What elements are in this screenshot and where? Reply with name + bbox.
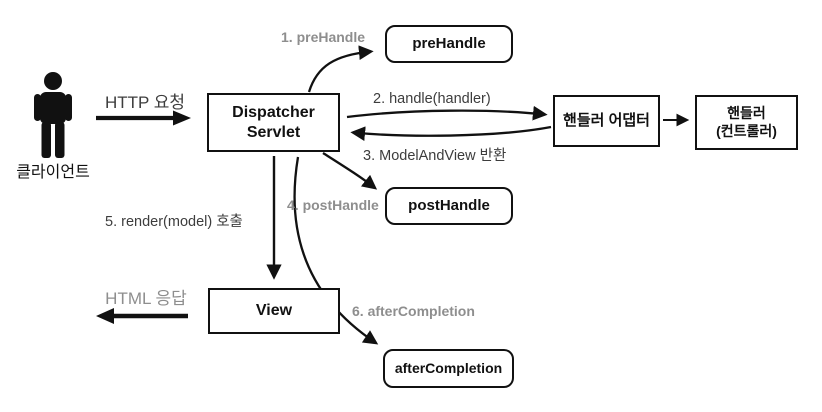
- step2-label: 2. handle(handler): [373, 91, 491, 107]
- client-person-icon: [34, 72, 72, 158]
- handler-controller-node: 핸들러 (컨트롤러): [695, 95, 798, 150]
- step1-label: 1. preHandle: [281, 29, 366, 45]
- handler-line1: 핸들러: [727, 105, 766, 121]
- http-request-label: HTTP 요청: [104, 93, 186, 112]
- step3-label: 3. ModelAndView 반환: [363, 148, 507, 164]
- html-response-label: HTML 응답: [105, 289, 187, 308]
- arrow-to-aftercompletion: [293, 156, 379, 345]
- handler-adapter-node: 핸들러 어댑터: [553, 95, 660, 147]
- arrow-handle: [346, 105, 548, 121]
- posthandle-node: postHandle: [385, 187, 513, 225]
- aftercompletion-node: afterCompletion: [383, 349, 514, 388]
- view-node: View: [208, 288, 340, 334]
- arrow-html-response: [96, 308, 188, 324]
- arrow-to-prehandle: [307, 45, 374, 93]
- step5-label: 5. render(model) 호출: [105, 214, 243, 230]
- arrow-modelandview-return: [350, 125, 552, 141]
- client-label: 클라이언트: [16, 164, 90, 181]
- dispatcher-servlet-line1: Dispatcher: [232, 103, 315, 121]
- arrow-to-posthandle: [322, 152, 378, 190]
- dispatcher-servlet-line2: Servlet: [246, 123, 301, 141]
- handler-line2: (컨트롤러): [716, 122, 777, 139]
- dispatcher-servlet-node: Dispatcher Servlet: [207, 93, 340, 152]
- step4-label: 4. postHandle: [287, 197, 379, 213]
- step6-label: 6. afterCompletion: [352, 303, 475, 319]
- arrow-http-request: [96, 110, 191, 126]
- prehandle-node: preHandle: [385, 25, 513, 63]
